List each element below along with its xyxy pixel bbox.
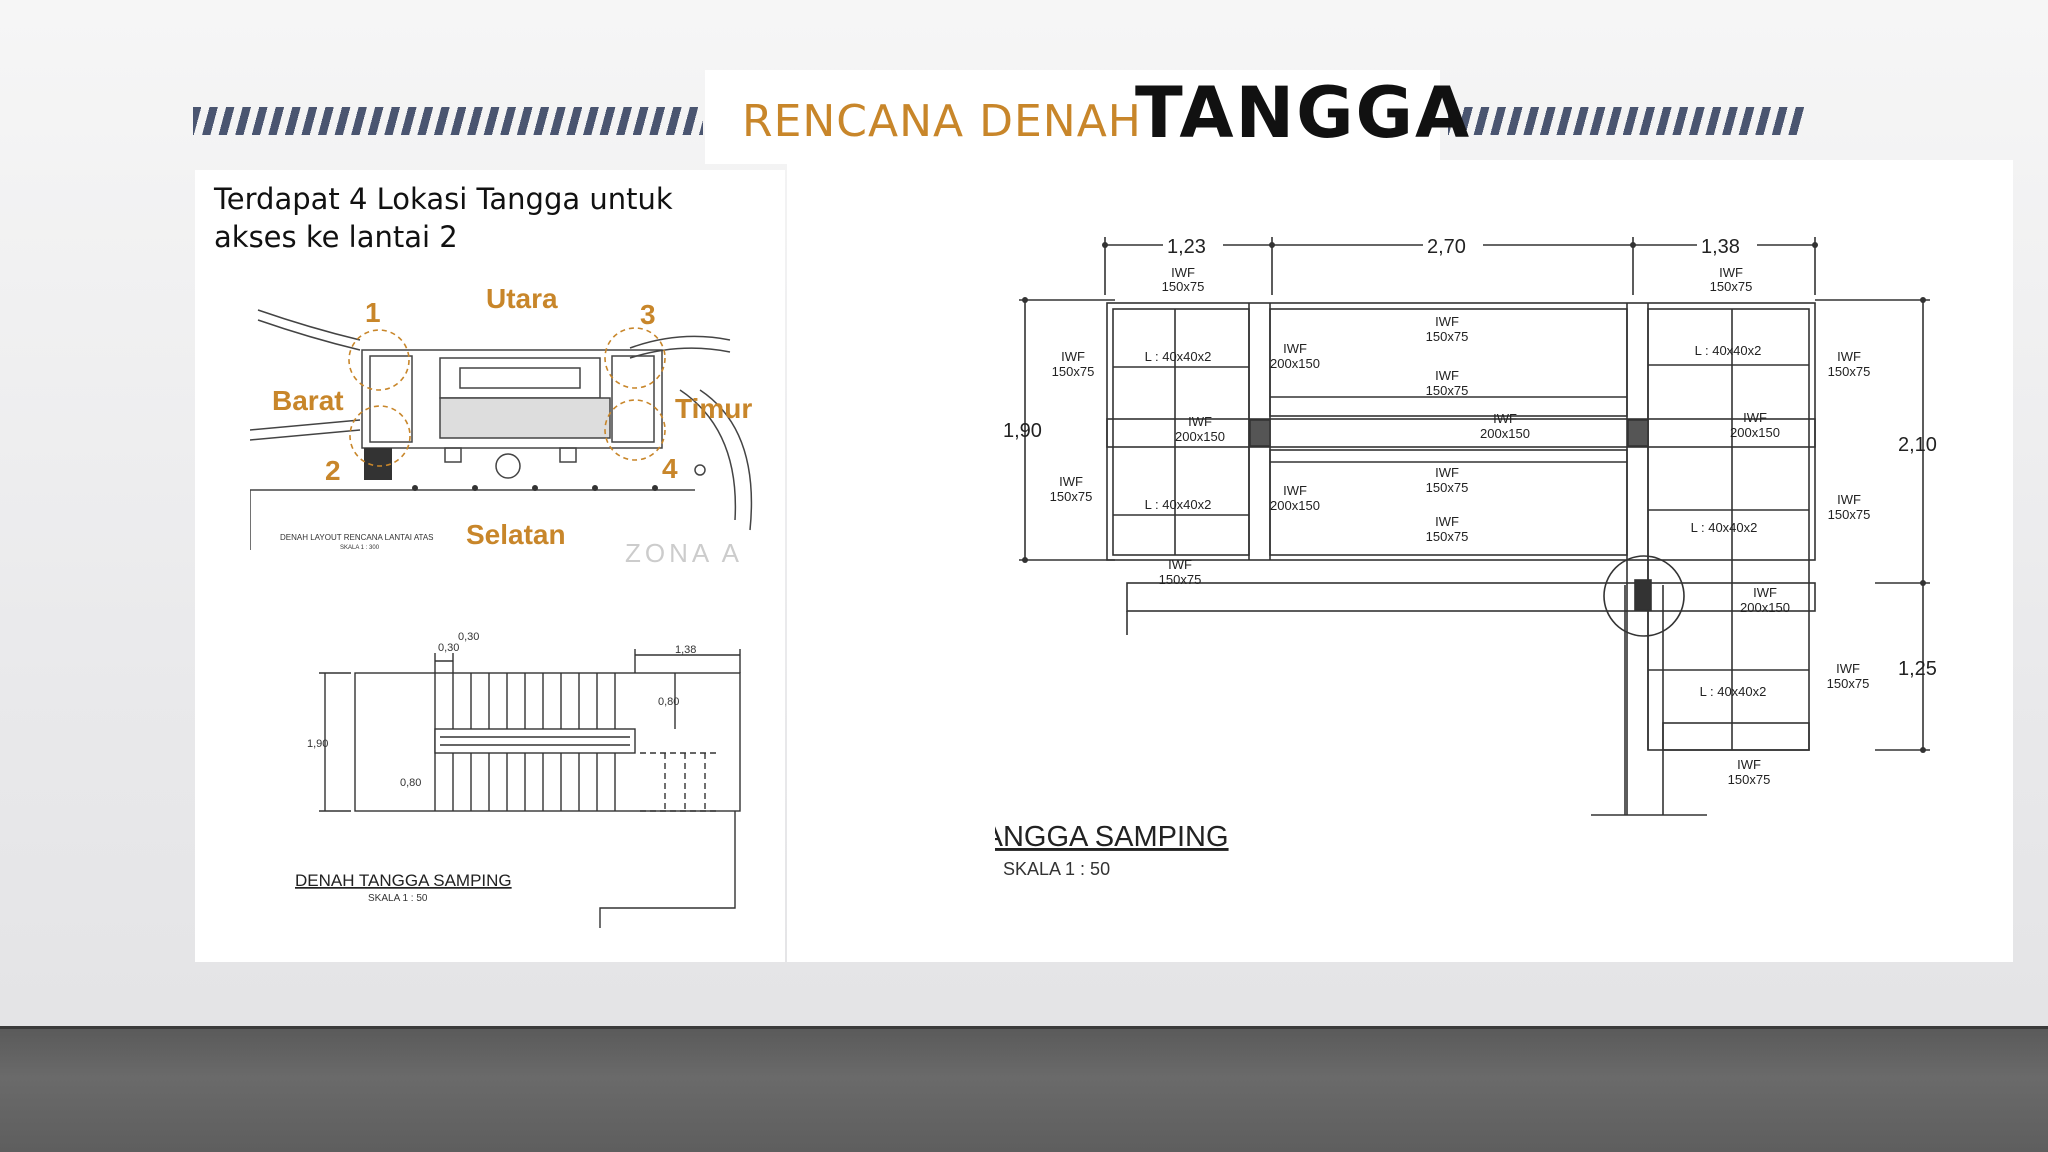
label-angle-3: L : 40x40x2 <box>1695 343 1762 358</box>
dim-080-a: 0,80 <box>658 696 679 708</box>
site-road-curve <box>257 309 361 341</box>
marker-circle-3 <box>604 327 666 389</box>
label-size-15: 200x150 <box>1740 600 1790 615</box>
left-panel <box>195 170 785 962</box>
title-light: RENCANA DENAH <box>742 96 1142 147</box>
dim-left: 1,90 <box>1003 420 1042 442</box>
label-iwf-18: IWF <box>1836 661 1860 676</box>
label-angle-5: L : 40x40x2 <box>1700 684 1767 699</box>
label-angle-1: L : 40x40x2 <box>1145 349 1212 364</box>
intro-line-2: akses ke lantai 2 <box>214 220 458 254</box>
site-plan-scale: SKALA 1 : 300 <box>340 545 380 551</box>
label-size-17: 150x75 <box>1828 507 1871 522</box>
label-iwf-14: IWF <box>1743 410 1767 425</box>
intro-text: Terdapat 4 Lokasi Tangga untuk akses ke … <box>214 180 673 256</box>
building-outline <box>361 349 663 449</box>
label-iwf-2: IWF <box>1719 265 1743 280</box>
detail-caption: DENAH TANGGA SAMPING <box>995 821 1229 853</box>
label-size-19: 150x75 <box>1728 772 1771 787</box>
label-size-16: 150x75 <box>1828 364 1871 379</box>
dim-top-a: 1,23 <box>1167 236 1206 258</box>
east-label: Timur <box>675 393 752 424</box>
dim-030-b: 0,30 <box>458 631 479 643</box>
label-iwf-19: IWF <box>1737 757 1761 772</box>
label-size-9: 150x75 <box>1426 383 1469 398</box>
detail-scale: SKALA 1 : 50 <box>1003 859 1110 879</box>
label-iwf-1: IWF <box>1171 265 1195 280</box>
label-iwf-12: IWF <box>1435 514 1459 529</box>
dim-138: 1,38 <box>675 644 696 656</box>
dim-top-b: 2,70 <box>1427 236 1466 258</box>
label-size-13: 150x75 <box>1159 572 1202 587</box>
dim-080-b: 0,80 <box>400 777 421 789</box>
small-plan-caption: DENAH TANGGA SAMPING <box>295 871 512 890</box>
floor-background <box>0 1028 2048 1152</box>
label-iwf-9: IWF <box>1435 368 1459 383</box>
label-iwf-13: IWF <box>1168 557 1192 572</box>
right-stripe-band <box>1448 107 1804 135</box>
label-iwf-3: IWF <box>1061 349 1085 364</box>
label-size-18: 150x75 <box>1827 676 1870 691</box>
site-plan-caption: DENAH LAYOUT RENCANA LANTAI ATAS <box>280 533 434 542</box>
title-box <box>705 70 1440 164</box>
south-label: Selatan <box>466 519 566 550</box>
floor-edge <box>0 1026 2048 1029</box>
label-size-11: 150x75 <box>1426 480 1469 495</box>
label-size-6: 200x150 <box>1270 356 1320 371</box>
column-circle <box>1603 555 1685 637</box>
label-size-3: 150x75 <box>1052 364 1095 379</box>
dim-030-a: 0,30 <box>438 642 459 654</box>
west-label: Barat <box>272 385 344 416</box>
label-iwf-8: IWF <box>1435 314 1459 329</box>
label-iwf-4: IWF <box>1059 474 1083 489</box>
detail-stair-plan: 1,23 2,70 1,38 1,90 2,10 1,25 IWF 150x75… <box>995 233 1937 879</box>
small-plan-scale: SKALA 1 : 50 <box>368 893 428 904</box>
label-size-7: 200x150 <box>1270 498 1320 513</box>
intro-line-1: Terdapat 4 Lokasi Tangga untuk <box>214 182 673 216</box>
label-angle-4: L : 40x40x2 <box>1691 520 1758 535</box>
small-stair-plan: 0,30 0,30 1,38 0,80 1,90 0,80 DENAH TANG… <box>295 631 741 928</box>
label-iwf-6: IWF <box>1283 341 1307 356</box>
site-plan-drawing: 1 2 3 4 Utara Barat Timur Selatan ZONA A… <box>250 283 752 568</box>
label-size-10: 200x150 <box>1480 426 1530 441</box>
marker-circle-2 <box>349 405 411 467</box>
dim-right-b: 1,25 <box>1898 658 1937 680</box>
marker-label-3: 3 <box>640 299 656 330</box>
dim-190: 1,90 <box>307 738 328 750</box>
marker-label-4: 4 <box>662 453 678 484</box>
left-stripe-band <box>193 107 703 135</box>
marker-label-1: 1 <box>365 297 381 328</box>
label-iwf-11: IWF <box>1435 465 1459 480</box>
north-label: Utara <box>486 283 558 314</box>
label-size-8: 150x75 <box>1426 329 1469 344</box>
label-size-5: 200x150 <box>1175 429 1225 444</box>
label-iwf-7: IWF <box>1283 483 1307 498</box>
label-size-12: 150x75 <box>1426 529 1469 544</box>
stair-outline <box>354 672 741 812</box>
title-bold: TANGGA <box>1135 72 1472 154</box>
label-iwf-10: IWF <box>1493 411 1517 426</box>
label-angle-2: L : 40x40x2 <box>1145 497 1212 512</box>
marker-circle-4 <box>604 399 666 461</box>
label-iwf-15: IWF <box>1753 585 1777 600</box>
label-iwf-16: IWF <box>1837 349 1861 364</box>
label-size-14: 200x150 <box>1730 425 1780 440</box>
label-size-4: 150x75 <box>1050 489 1093 504</box>
dim-right-a: 2,10 <box>1898 434 1937 456</box>
label-size-1: 150x75 <box>1162 279 1205 294</box>
zone-label: ZONA A <box>625 538 743 568</box>
dim-top-c: 1,38 <box>1701 236 1740 258</box>
label-size-2: 150x75 <box>1710 279 1753 294</box>
stair-2-block <box>364 448 392 480</box>
marker-circle-1 <box>348 329 410 391</box>
marker-label-2: 2 <box>325 455 341 486</box>
label-iwf-17: IWF <box>1837 492 1861 507</box>
label-iwf-5: IWF <box>1188 414 1212 429</box>
